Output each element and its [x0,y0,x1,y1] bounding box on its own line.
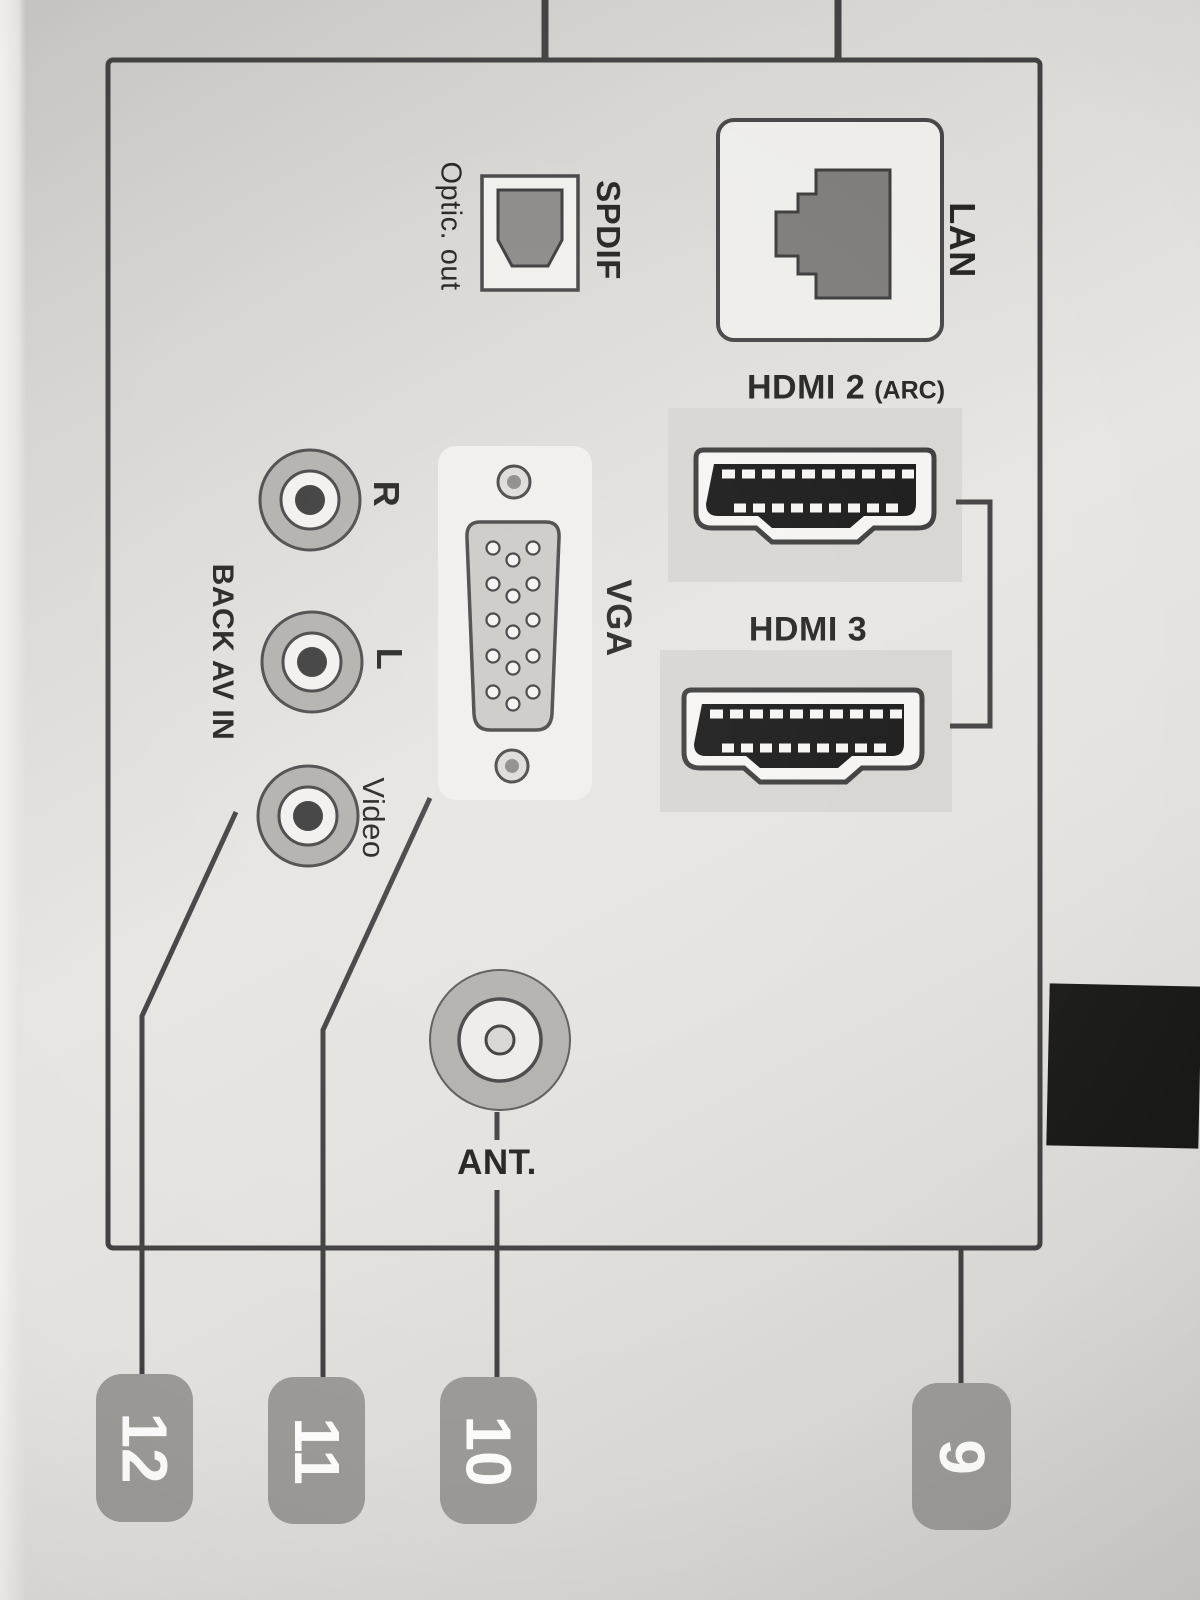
lan-label: LAN [942,202,983,278]
hdmi3-connector-icon [684,690,922,782]
rca-jack-l-icon [260,610,364,714]
lan-port-icon [716,118,944,342]
diagram-border [105,57,1043,1251]
callout-badge-11: 11 [268,1377,365,1524]
callout-number-11: 11 [280,1416,353,1485]
vga-connector-icon [465,464,561,784]
callout-badge-9: 9 [912,1383,1011,1530]
hdmi2-label: HDMI 2 (ARC) [747,369,945,408]
rca-jack-video-icon [256,764,360,868]
photo-dark-object [1046,983,1200,1149]
callout-badge-10: 10 [440,1377,537,1524]
hdmi-group-bracket [950,499,993,729]
callout-badge-12: 12 [96,1374,193,1522]
optical-port-icon [480,174,580,292]
rca-jack-r-icon [258,448,362,552]
spdif-label: SPDIF [590,180,627,280]
leader-line-vga-to-11 [320,796,433,1377]
antenna-connector-icon [429,969,571,1111]
hdmi2-label-text: HDMI 2 [746,368,866,407]
leader-line-av-to-12 [139,810,239,1374]
hdmi2-arc-label: (ARC) [874,376,946,405]
vga-label: VGA [599,579,638,657]
callout-number-12: 12 [108,1412,181,1484]
ant-label: ANT. [457,1143,537,1182]
video-label: Video [356,777,391,859]
audio-r-label: R [366,480,407,508]
hdmi3-label: HDMI 3 [748,610,868,649]
back-av-in-label: BACK AV IN [206,563,239,741]
hdmi2-connector-icon [696,450,934,542]
page-edge [0,0,26,1600]
callout-number-9: 9 [925,1438,998,1475]
audio-l-label: L [369,647,410,671]
callout-number-10: 10 [452,1414,525,1487]
optic-out-label: Optic. out [434,161,467,291]
